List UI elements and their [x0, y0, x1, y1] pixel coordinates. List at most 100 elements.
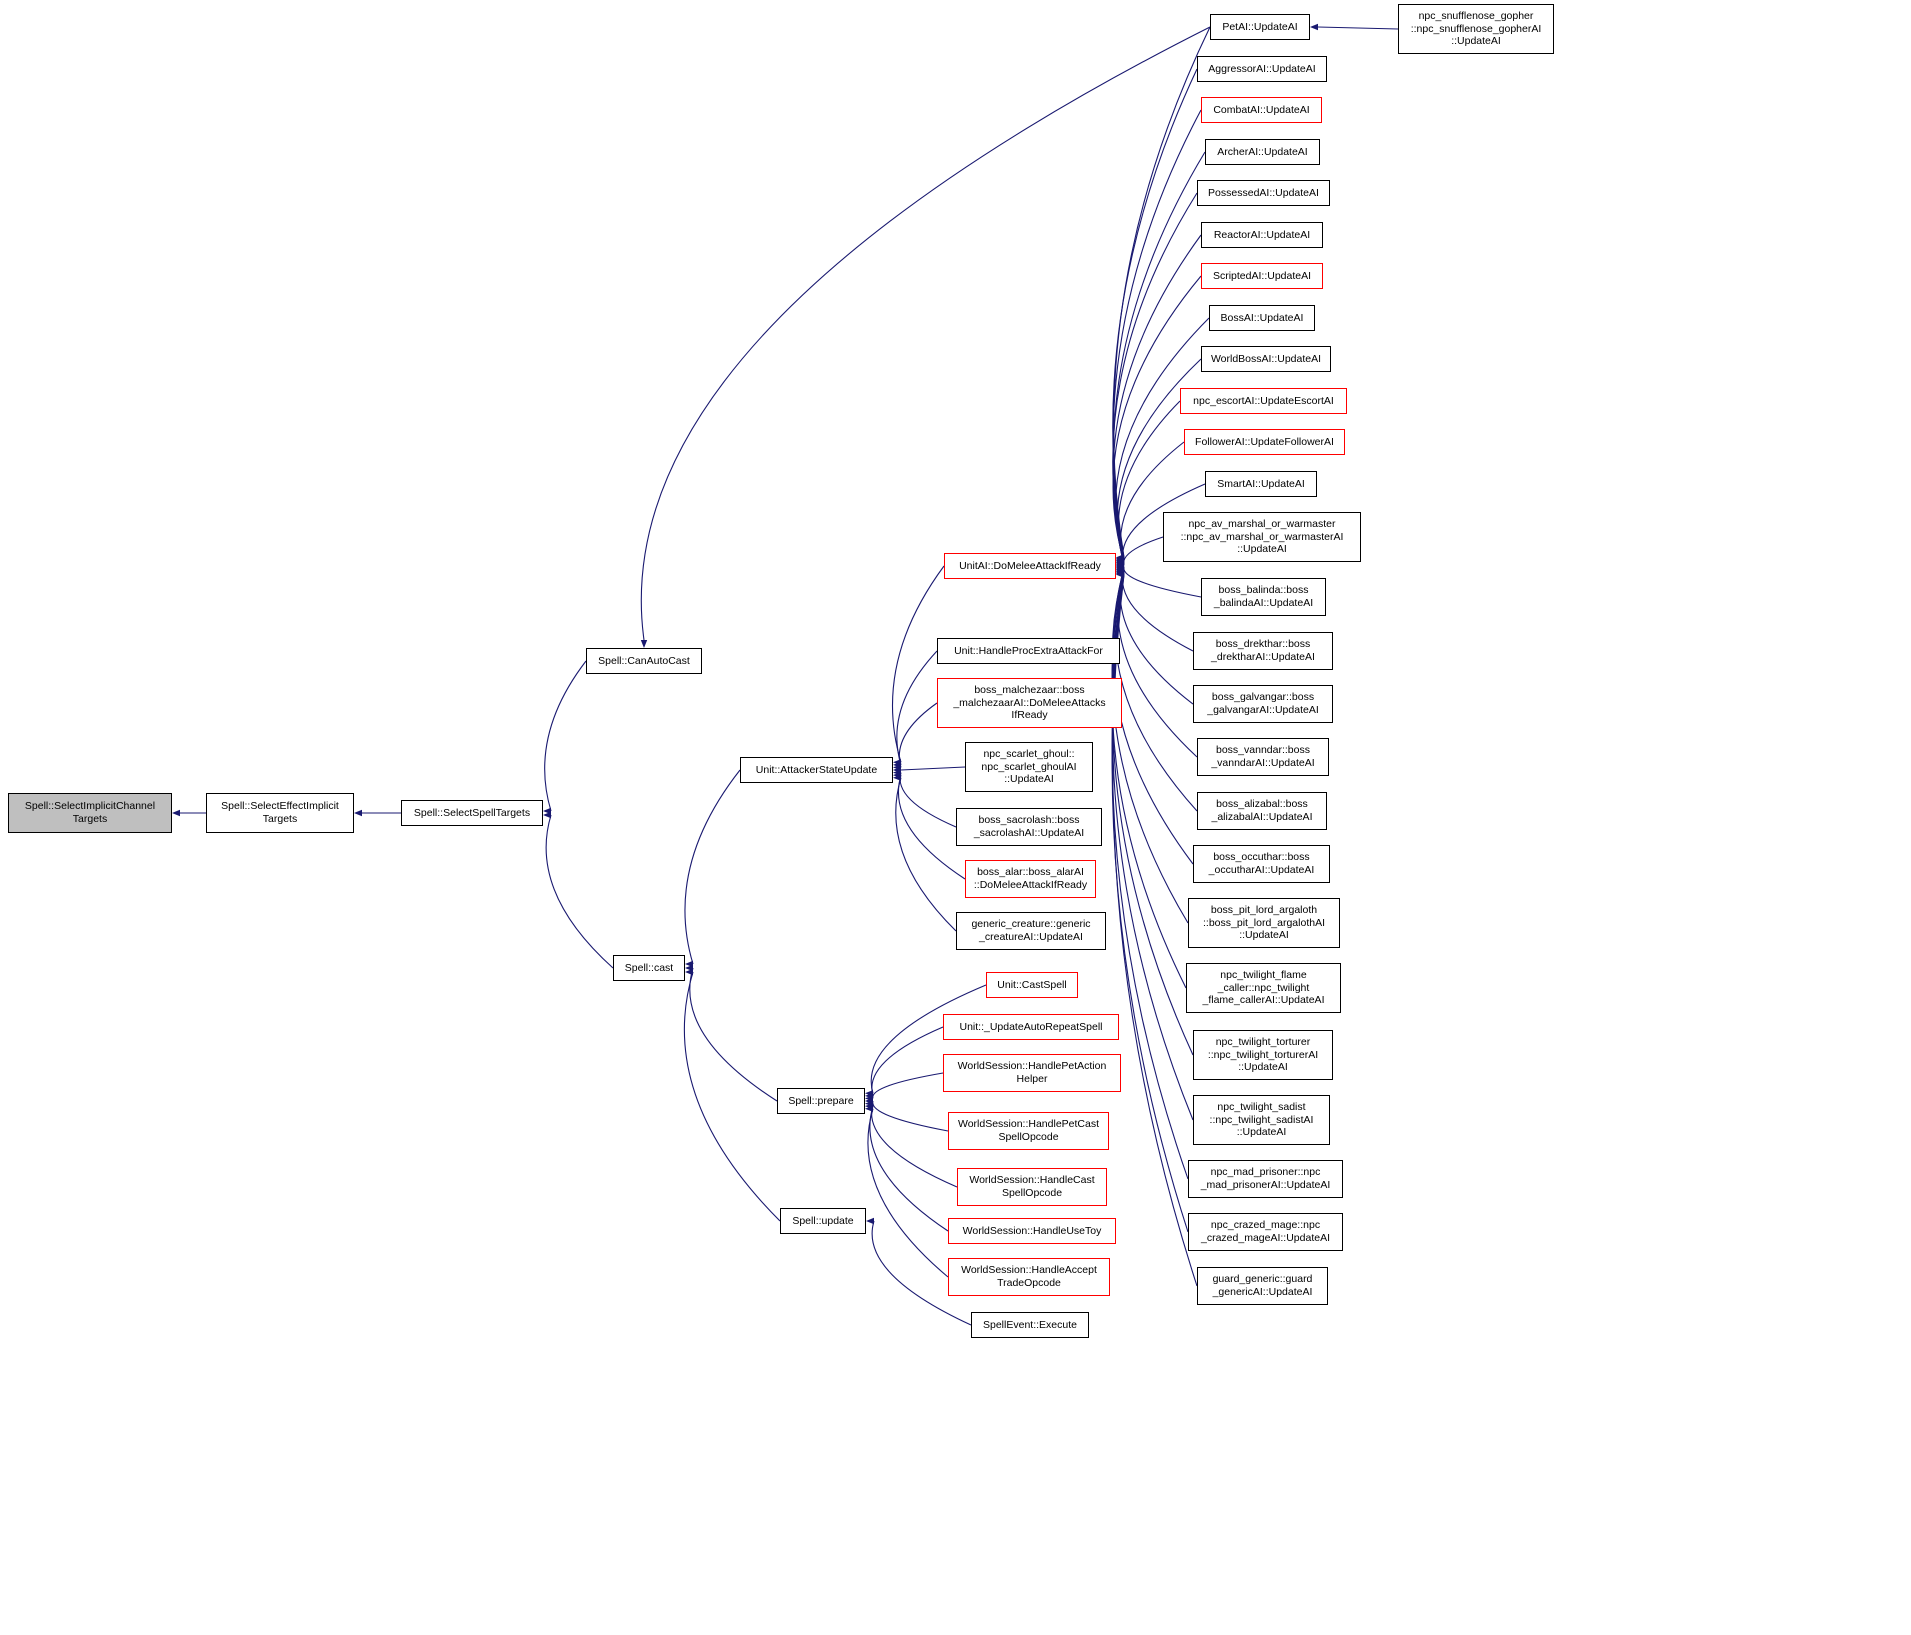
node-boss[interactable]: BossAI::UpdateAI: [1209, 305, 1315, 331]
node-smart[interactable]: SmartAI::UpdateAI: [1205, 471, 1317, 497]
node-guard[interactable]: guard_generic::guard_genericAI::UpdateAI: [1197, 1267, 1328, 1305]
arrowhead-selectspell-to-selecteffect: [354, 809, 362, 817]
node-prepare[interactable]: Spell::prepare: [777, 1088, 865, 1114]
node-flamecaller[interactable]: npc_twilight_flame_caller::npc_twilight_…: [1186, 963, 1341, 1013]
node-label-line: WorldSession::HandleCast: [969, 1174, 1095, 1187]
node-label-line: boss_galvangar::boss: [1211, 691, 1315, 704]
node-label-line: Unit::HandleProcExtraAttackFor: [954, 644, 1103, 657]
node-label-line: boss_sacrolash::boss: [978, 814, 1080, 827]
node-cast[interactable]: Spell::cast: [613, 955, 685, 981]
node-escort[interactable]: npc_escortAI::UpdateEscortAI: [1180, 388, 1347, 414]
node-galvangar[interactable]: boss_galvangar::boss_galvangarAI::Update…: [1193, 685, 1333, 723]
node-sacrolash[interactable]: boss_sacrolash::boss_sacrolashAI::Update…: [956, 808, 1102, 846]
node-crazedmage[interactable]: npc_crazed_mage::npc_crazed_mageAI::Upda…: [1188, 1213, 1343, 1251]
node-label-line: npc_twilight_flame: [1220, 968, 1307, 981]
node-label-line: _caller::npc_twilight: [1217, 981, 1310, 994]
node-dmai[interactable]: UnitAI::DoMeleeAttackIfReady: [944, 553, 1116, 579]
node-label-line: WorldSession::HandlePetCast: [957, 1118, 1100, 1131]
node-combat[interactable]: CombatAI::UpdateAI: [1201, 97, 1322, 123]
node-alizabal[interactable]: boss_alizabal::boss_alizabalAI::UpdateAI: [1197, 792, 1327, 830]
node-alar[interactable]: boss_alar::boss_alarAI::DoMeleeAttackIfR…: [965, 860, 1096, 898]
node-asu[interactable]: Unit::AttackerStateUpdate: [740, 757, 893, 783]
node-label-line: Targets: [72, 813, 108, 825]
node-madprisoner[interactable]: npc_mad_prisoner::npc_mad_prisonerAI::Up…: [1188, 1160, 1343, 1198]
node-uars[interactable]: Unit::_UpdateAutoRepeatSpell: [943, 1014, 1119, 1040]
node-aggressor[interactable]: AggressorAI::UpdateAI: [1197, 56, 1327, 82]
arrowhead-hato-to-prepare: [865, 1105, 873, 1112]
node-worldboss[interactable]: WorldBossAI::UpdateAI: [1201, 346, 1331, 372]
node-scripted[interactable]: ScriptedAI::UpdateAI: [1201, 263, 1323, 289]
node-update[interactable]: Spell::update: [780, 1208, 866, 1234]
call-edge-escort-to-dmai: [1117, 400, 1181, 564]
node-label-line: _alizabalAI::UpdateAI: [1211, 811, 1313, 823]
arrowhead-gopher-to-petai: [1310, 23, 1318, 31]
node-hpeaf[interactable]: Unit::HandleProcExtraAttackFor: [937, 638, 1120, 664]
node-label-line: ::boss_pit_lord_argalothAI: [1203, 916, 1325, 929]
node-torturer[interactable]: npc_twilight_torturer::npc_twilight_tort…: [1193, 1030, 1333, 1080]
arrowhead-asu-to-cast: [685, 960, 693, 968]
node-label-line: boss_malchezaar::boss: [974, 683, 1085, 696]
node-label-line: SpellOpcode: [1001, 1187, 1063, 1199]
call-edge-hpah-to-prepare: [872, 1072, 944, 1099]
node-label-line: npc_twilight_torturer: [1215, 1035, 1311, 1048]
node-occuthar[interactable]: boss_occuthar::boss_occutharAI::UpdateAI: [1193, 845, 1330, 883]
arrowhead-canautocast-to-selectspell: [543, 807, 551, 815]
node-castspell[interactable]: Unit::CastSpell: [986, 972, 1078, 998]
call-edge-spellevent-to-update: [871, 1220, 972, 1326]
node-label-line: _mad_prisonerAI::UpdateAI: [1200, 1179, 1331, 1191]
node-petai[interactable]: PetAI::UpdateAI: [1210, 14, 1310, 40]
node-follower[interactable]: FollowerAI::UpdateFollowerAI: [1184, 429, 1345, 455]
node-label-line: PetAI::UpdateAI: [1222, 20, 1298, 33]
node-possessed[interactable]: PossessedAI::UpdateAI: [1197, 180, 1330, 206]
node-label-line: Spell::cast: [624, 961, 674, 974]
node-avmarshal[interactable]: npc_av_marshal_or_warmaster::npc_av_mars…: [1163, 512, 1361, 562]
node-sadist[interactable]: npc_twilight_sadist::npc_twilight_sadist…: [1193, 1095, 1330, 1145]
node-label-line: ::npc_snufflenose_gopherAI: [1410, 22, 1542, 35]
call-edge-flamecaller-to-dmai: [1111, 571, 1187, 989]
node-label-line: Helper: [1016, 1073, 1048, 1085]
node-drekthar[interactable]: boss_drekthar::boss_drektharAI::UpdateAI: [1193, 632, 1333, 670]
node-scarlet[interactable]: npc_scarlet_ghoul::npc_scarlet_ghoulAI::…: [965, 742, 1093, 792]
node-argaloth[interactable]: boss_pit_lord_argaloth::boss_pit_lord_ar…: [1188, 898, 1340, 948]
call-edge-dmai-to-asu: [891, 565, 945, 763]
node-label-line: npc_av_marshal_or_warmaster: [1188, 517, 1336, 530]
node-label-line: Unit::CastSpell: [997, 978, 1067, 991]
arrowhead-guard-to-dmai: [1116, 571, 1124, 578]
node-spellevent[interactable]: SpellEvent::Execute: [971, 1312, 1089, 1338]
arrowhead-spellevent-to-update: [866, 1217, 874, 1225]
node-genericcreature[interactable]: generic_creature::generic_creatureAI::Up…: [956, 912, 1106, 950]
call-edge-canautocast-to-selectspell: [544, 660, 587, 812]
node-selectspell[interactable]: Spell::SelectSpellTargets: [401, 800, 543, 826]
node-label-line: ::DoMeleeAttackIfReady: [973, 879, 1088, 891]
node-label-line: ::UpdateAI: [1237, 543, 1287, 556]
node-label-line: SpellEvent::Execute: [983, 1318, 1077, 1331]
node-canautocast[interactable]: Spell::CanAutoCast: [586, 648, 702, 674]
node-hut[interactable]: WorldSession::HandleUseToy: [948, 1218, 1116, 1244]
node-balinda[interactable]: boss_balinda::boss_balindaAI::UpdateAI: [1201, 578, 1326, 616]
node-label-line: boss_alar::boss_alarAI: [977, 866, 1084, 879]
node-label-line: _flame_callerAI::UpdateAI: [1202, 994, 1325, 1007]
node-label-line: AggressorAI::UpdateAI: [1208, 62, 1316, 75]
node-label-line: ::npc_av_marshal_or_warmasterAI: [1180, 530, 1344, 543]
node-gopher[interactable]: npc_snufflenose_gopher::npc_snufflenose_…: [1398, 4, 1554, 54]
node-label-line: Unit::AttackerStateUpdate: [755, 763, 878, 776]
node-vanndar[interactable]: boss_vanndar::boss_vanndarAI::UpdateAI: [1197, 738, 1329, 776]
node-archer[interactable]: ArcherAI::UpdateAI: [1205, 139, 1320, 165]
node-label-line: ::UpdateAI: [1238, 1061, 1288, 1074]
node-malchezaar[interactable]: boss_malchezaar::boss_malchezaarAI::DoMe…: [937, 678, 1122, 728]
node-label-line: Spell::SelectEffectImplicit: [221, 800, 339, 813]
node-label-line: ::UpdateAI: [1236, 1126, 1287, 1139]
call-edge-smart-to-dmai: [1122, 483, 1206, 566]
arrowhead-genericcreature-to-asu: [893, 774, 901, 781]
node-label-line: ::UpdateAI: [1451, 35, 1501, 48]
node-label-line: FollowerAI::UpdateFollowerAI: [1195, 435, 1334, 448]
node-reactor[interactable]: ReactorAI::UpdateAI: [1201, 222, 1323, 248]
node-label-line: boss_drekthar::boss: [1215, 638, 1311, 651]
